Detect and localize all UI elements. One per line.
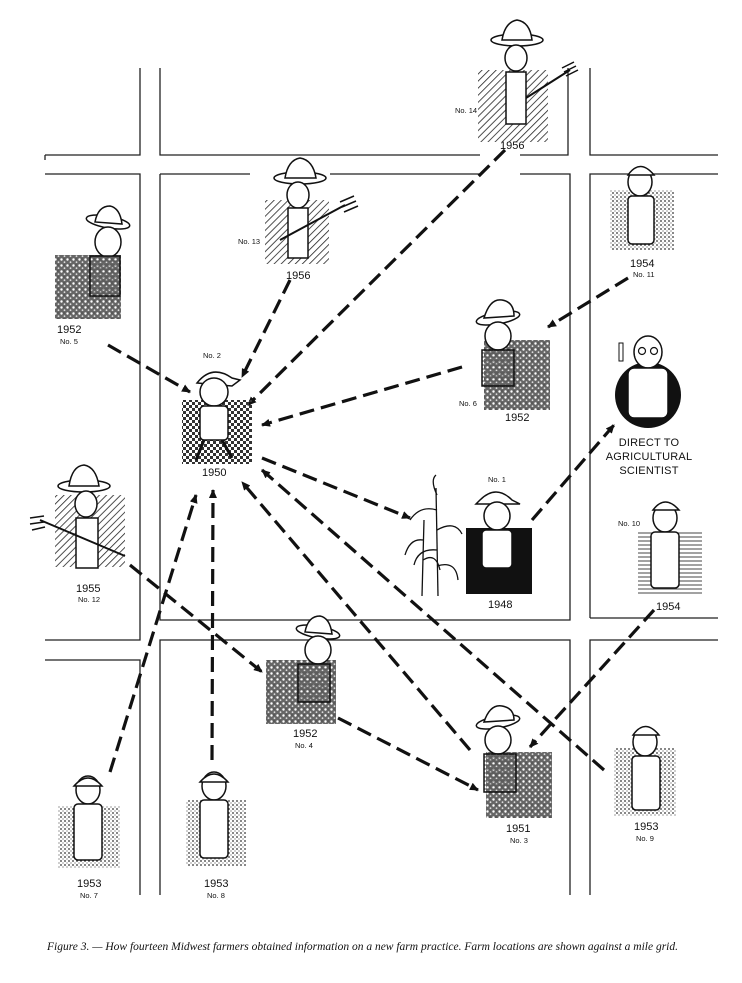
farmer-no-13-number: No. 13: [238, 237, 260, 246]
arrow-3-to-2: [240, 480, 472, 752]
farmer-no-4-year: 1952: [293, 728, 317, 740]
farmer-no-3-number: No. 3: [510, 836, 528, 845]
farmer-no-9-number: No. 9: [636, 834, 654, 843]
farmer-no-3: 1951 No. 3: [475, 705, 552, 845]
agricultural-scientist: DIRECT TO AGRICULTURAL SCIENTIST: [606, 335, 693, 477]
mile-grid: [44, 68, 718, 895]
scientist-label-line-2: AGRICULTURAL: [606, 451, 693, 463]
farmer-no-2: No. 2 1950: [182, 351, 252, 479]
arrow-4-to-3: [337, 716, 479, 792]
farmer-no-8-number: No. 8: [207, 891, 225, 900]
farmer-no-12: 1955 No. 12: [29, 464, 126, 604]
arrow-5-to-2: [107, 343, 191, 394]
farmer-no-12-year: 1955: [76, 583, 100, 595]
farmer-no-14-year: 1956: [500, 140, 524, 152]
figure-caption: Figure 3. — How fourteen Midwest farmers…: [47, 941, 678, 953]
farmer-no-10-number: No. 10: [618, 519, 640, 528]
influence-arrows: [107, 148, 656, 792]
farmer-no-8: 1953 No. 8: [186, 771, 246, 900]
farmer-no-8-year: 1953: [204, 878, 228, 890]
farmer-no-3-year: 1951: [506, 823, 530, 835]
farmer-no-7: 1953 No. 7: [58, 775, 120, 900]
farmer-no-11-year: 1954: [630, 258, 654, 270]
farmer-no-2-year: 1950: [202, 467, 226, 479]
farmer-no-4-number: No. 4: [295, 741, 313, 750]
arrow-1-to-scientist: [530, 423, 616, 522]
arrow-13-to-2: [240, 279, 292, 378]
farmer-no-13-year: 1956: [286, 270, 310, 282]
farmer-no-14: No. 14 1956: [455, 19, 579, 152]
farmer-no-1-year: 1948: [488, 599, 512, 611]
arrow-11-to-6: [547, 276, 629, 329]
arrow-12-to-4: [128, 563, 264, 674]
farmer-no-4: 1952 No. 4: [266, 615, 341, 750]
arrow-6-to-2: [261, 365, 463, 427]
farmer-no-6-year: 1952: [505, 412, 529, 424]
arrow-9-to-2: [260, 468, 606, 772]
farmer-no-6-number: No. 6: [459, 399, 477, 408]
farmer-no-1-number: No. 1: [488, 475, 506, 484]
arrow-2-to-1: [261, 456, 411, 520]
scientist-label-line-1: DIRECT TO: [619, 437, 680, 449]
farmer-no-10-year: 1954: [656, 601, 680, 613]
farmer-no-11-number: No. 11: [633, 270, 655, 279]
farmer-no-11: 1954 No. 11: [610, 165, 674, 279]
farmer-no-10: No. 10 1954: [618, 501, 702, 613]
farmer-no-1: No. 1 1948: [404, 474, 532, 611]
farmer-no-6: No. 6 1952: [459, 299, 550, 424]
arrow-7-to-2: [108, 494, 198, 773]
farmer-no-9: 1953 No. 9: [614, 725, 676, 843]
farmer-no-14-number: No. 14: [455, 106, 477, 115]
arrow-10-to-3: [528, 608, 656, 749]
diffusion-diagram: No. 14 1956 No. 13 1956 1954 No. 11 1952…: [29, 19, 718, 900]
arrow-14-to-2: [246, 148, 507, 407]
farmer-no-7-number: No. 7: [80, 891, 98, 900]
farmer-no-12-number: No. 12: [78, 595, 100, 604]
farmer-no-13: No. 13 1956: [238, 157, 359, 282]
farmer-no-2-number: No. 2: [203, 351, 221, 360]
farmer-no-5: 1952 No. 5: [55, 205, 131, 346]
arrow-8-to-2: [208, 489, 217, 761]
farmer-no-7-year: 1953: [77, 878, 101, 890]
farmer-no-5-year: 1952: [57, 324, 81, 336]
farmer-no-9-year: 1953: [634, 821, 658, 833]
corn-stalk-icon: [404, 474, 463, 597]
farmer-no-5-number: No. 5: [60, 337, 78, 346]
scientist-label-line-3: SCIENTIST: [619, 465, 678, 477]
